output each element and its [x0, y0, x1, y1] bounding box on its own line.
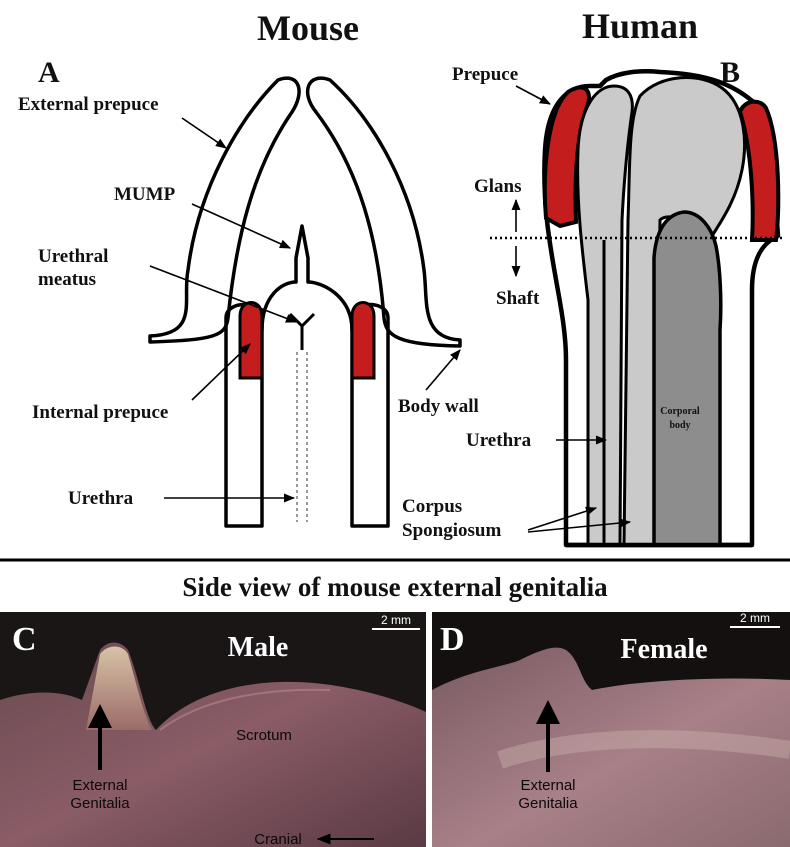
- external-prepuce-left: [150, 78, 299, 342]
- label-ext-gen-c1: External: [72, 777, 127, 794]
- label-mouse-urethra: Urethra: [68, 488, 134, 509]
- panel-label-d: D: [440, 621, 465, 658]
- bottom-title: Side view of mouse external genitalia: [182, 572, 608, 602]
- human-title: Human: [582, 6, 698, 46]
- mouse-urethra-dashed: [297, 352, 307, 522]
- label-mump: MUMP: [114, 184, 176, 205]
- label-prepuce: Prepuce: [452, 64, 518, 85]
- scale-label-d: 2 mm: [740, 611, 770, 625]
- internal-prepuce-right-fill: [352, 303, 374, 379]
- label-ext-gen-d1: External: [520, 777, 575, 794]
- label-glans: Glans: [474, 176, 522, 197]
- label-body-wall: Body wall: [398, 396, 479, 417]
- human-corporal-body: [654, 212, 721, 545]
- arrow-body-wall: [426, 350, 460, 390]
- photo-c: [0, 612, 426, 847]
- label-ext-gen-d2: Genitalia: [518, 795, 578, 812]
- urethral-meatus: [290, 314, 314, 350]
- label-internal-prepuce: Internal prepuce: [32, 402, 168, 423]
- label-shaft: Shaft: [496, 288, 540, 309]
- label-external-prepuce: External prepuce: [18, 94, 159, 115]
- panel-label-a: A: [38, 56, 60, 89]
- photo-d: [432, 612, 790, 847]
- label-corpus-line1: Corpus: [402, 496, 462, 517]
- label-corporal-line2: body: [669, 420, 690, 431]
- label-scrotum: Scrotum: [236, 727, 292, 744]
- label-human-urethra: Urethra: [466, 430, 532, 451]
- arrow-external-prepuce: [182, 118, 226, 148]
- label-female: Female: [620, 634, 707, 665]
- arrow-prepuce: [516, 86, 550, 104]
- label-ext-gen-c2: Genitalia: [70, 795, 130, 812]
- label-urethral-line1: Urethral: [38, 246, 108, 267]
- label-cranial: Cranial: [254, 831, 302, 847]
- mouse-diagram: [150, 78, 460, 526]
- scale-label-c: 2 mm: [381, 613, 411, 627]
- mouse-title: Mouse: [257, 8, 359, 48]
- label-corporal-line1: Corporal: [660, 406, 700, 417]
- external-prepuce-right: [308, 78, 460, 346]
- label-corpus-line2: Spongiosum: [402, 520, 501, 541]
- panel-label-c: C: [12, 621, 37, 658]
- label-urethral-line2: meatus: [38, 269, 96, 290]
- internal-prepuce-left-fill: [240, 303, 262, 379]
- label-male: Male: [228, 632, 289, 663]
